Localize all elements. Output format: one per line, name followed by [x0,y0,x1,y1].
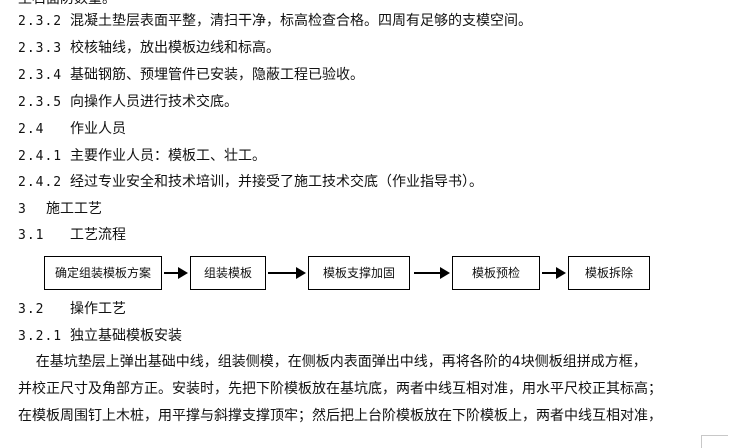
paragraph-line: 并校正尺寸及角部方正。安装时，先把下阶模板放在基坑底，两者中线互相对准，用水平尺… [18,381,662,397]
flow-arrow [164,267,188,279]
section-number: 2.4 [18,122,45,137]
section-text: 主要作业人员：模板工、壮工。 [70,148,266,164]
section-text: 经过专业安全和技术培训，并接受了施工技术交底（作业指导书）。 [70,174,483,190]
section-number: 3.2 [18,302,45,317]
section-3-2-1: 3.2.1 独立基础模板安装 [18,327,182,346]
section-number: 3.2.1 [18,329,63,344]
section-number: 3.1 [18,228,45,243]
section-number: 2.3.3 [18,41,63,56]
section-text: 作业人员 [70,121,126,137]
section-text: 混凝土垫层表面平整，清扫干净，标高检查合格。四周有足够的支模空间。 [70,13,532,29]
flow-step-assemble: 组装模板 [190,256,266,290]
section-text: 施工工艺 [46,201,102,217]
section-2-3-5: 2.3.5 向操作人员进行技术交底。 [18,93,238,112]
process-flow-diagram: 确定组装模板方案 组装模板 模板支撑加固 模板预检 模板拆除 [0,256,732,292]
section-2-4-1: 2.4.1 主要作业人员：模板工、壮工。 [18,147,266,166]
section-text: 工艺流程 [70,227,126,243]
section-2-3-2: 2.3.2 混凝土垫层表面平整，清扫干净，标高检查合格。四周有足够的支模空间。 [18,12,532,31]
section-number: 2.3.5 [18,95,63,110]
flow-arrow [268,267,306,279]
flow-step-inspect: 模板预检 [452,256,540,290]
section-2-3-3: 2.3.3 校核轴线，放出模板边线和标高。 [18,39,280,58]
flow-arrow [542,267,566,279]
section-text: 校核轴线，放出模板边线和标高。 [70,40,280,56]
flow-step-plan: 确定组装模板方案 [44,256,162,290]
section-3-1-heading: 3.1 工艺流程 [18,226,126,245]
section-2-4-2: 2.4.2 经过专业安全和技术培训，并接受了施工技术交底（作业指导书）。 [18,173,483,192]
flow-arrow [414,267,450,279]
section-2-4-heading: 2.4 作业人员 [18,120,126,139]
flow-step-support: 模板支撑加固 [308,256,410,290]
flow-step-remove: 模板拆除 [568,256,650,290]
section-3-2-heading: 3.2 操作工艺 [18,300,126,319]
paragraph-line: 在模板周围钉上木桩，用平撑与斜撑支撑顶牢；然后把上台阶模板放在下阶模板上，两者中… [18,408,662,424]
section-number: 2.4.1 [18,149,63,164]
cut-off-text-line: 土石面防数量。 [18,0,116,8]
section-text: 独立基础模板安装 [70,328,182,344]
section-number: 2.3.2 [18,14,63,29]
section-text: 基础钢筋、预埋管件已安装，隐蔽工程已验收。 [70,67,364,83]
section-number: 2.4.2 [18,175,63,190]
section-number: 2.3.4 [18,68,63,83]
section-text: 向操作人员进行技术交底。 [70,94,238,110]
paragraph-line: 在基坑垫层上弹出基础中线，组装侧模，在侧板内表面弹出中线，再将各阶的4块侧板组拼… [18,354,647,370]
page-corner-mark [701,435,728,448]
section-2-3-4: 2.3.4 基础钢筋、预埋管件已安装，隐蔽工程已验收。 [18,66,364,85]
section-3-heading: 3 施工工艺 [18,200,102,219]
section-text: 操作工艺 [70,301,126,317]
section-number: 3 [18,202,27,217]
